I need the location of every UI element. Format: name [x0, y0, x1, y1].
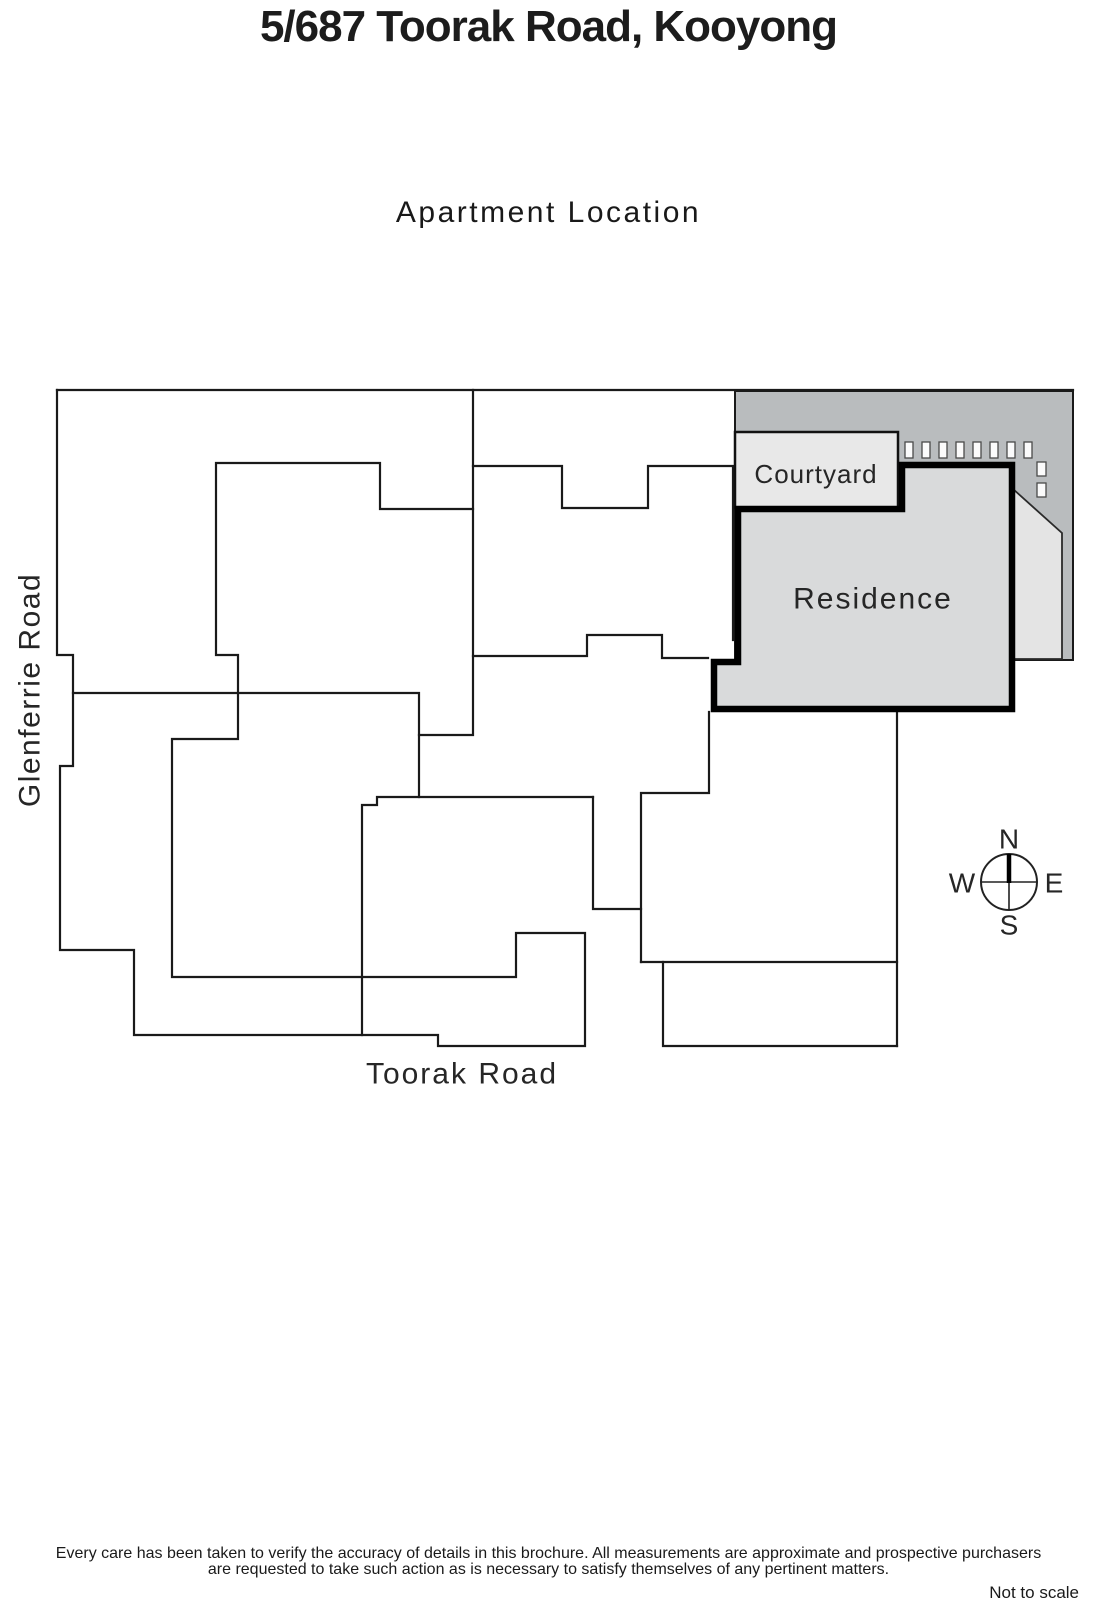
- hatch-mark: [1036, 482, 1047, 498]
- hatch-mark: [955, 441, 965, 459]
- disclaimer: Every care has been taken to verify the …: [0, 1546, 1097, 1577]
- hatch-mark: [989, 441, 999, 459]
- glenferrie-road-label: Glenferrie Road: [14, 573, 47, 807]
- compass-e: E: [1045, 868, 1064, 899]
- courtyard-label: Courtyard: [754, 459, 877, 489]
- hatch-mark: [972, 441, 982, 459]
- scale-note: Not to scale: [989, 1583, 1079, 1602]
- disclaimer-line-1: Every care has been taken to verify the …: [55, 1545, 1042, 1562]
- hatch-mark: [1023, 441, 1033, 459]
- hatch-mark: [1006, 441, 1016, 459]
- compass-n: N: [999, 824, 1019, 855]
- building-outlines: [55, 388, 1075, 1048]
- toorak-road-label: Toorak Road: [366, 1058, 558, 1091]
- hatch-marks: [904, 441, 1047, 498]
- compass: N S W E: [949, 824, 1064, 941]
- residence-shape: [710, 461, 1016, 713]
- disclaimer-line-2: are requested to take such action as is …: [207, 1560, 890, 1578]
- compass-w: W: [949, 868, 976, 899]
- hatch-mark: [921, 441, 931, 459]
- hatch-mark: [904, 441, 914, 459]
- hatch-mark: [938, 441, 948, 459]
- page-title: 5/687 Toorak Road, Kooyong: [259, 2, 838, 51]
- compass-s: S: [1000, 910, 1019, 941]
- hatch-mark: [1036, 461, 1047, 477]
- page-subtitle: Apartment Location: [395, 196, 702, 229]
- residence-label: Residence: [793, 583, 953, 616]
